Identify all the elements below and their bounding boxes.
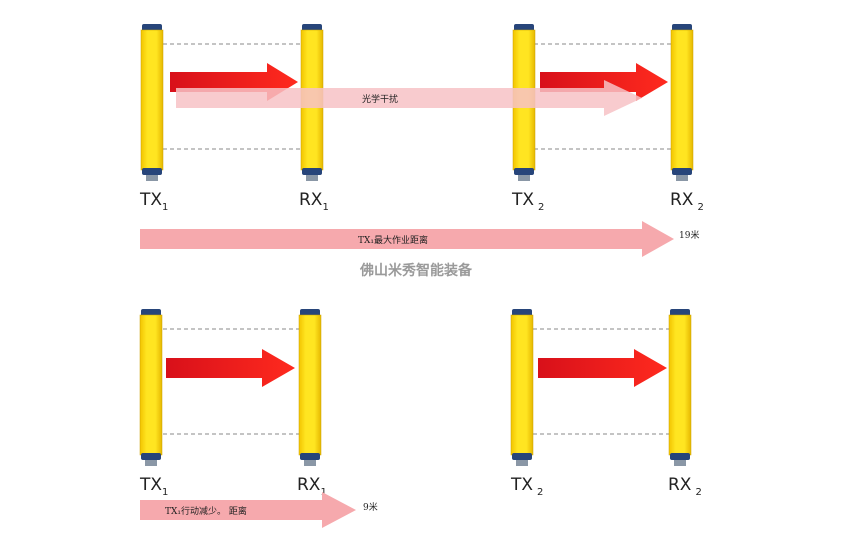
bottom-range-label: TX₁行动减少。 距离 xyxy=(165,505,247,517)
bottom-tx2-emitter-bar xyxy=(510,309,534,466)
top-range-arrow xyxy=(140,221,674,257)
bottom-rx1-receiver-bar xyxy=(298,309,322,466)
top-rx1-label: RX1 xyxy=(299,190,329,213)
watermark-text: 佛山米秀智能装备 xyxy=(359,262,473,279)
bottom-beam-arrow-2 xyxy=(538,349,667,387)
interference-arrow xyxy=(176,80,642,116)
bottom-rx1-label: RX1 xyxy=(297,475,327,498)
top-range-label: TX₁最大作业距离 xyxy=(358,234,428,246)
top-tx1-emitter-bar xyxy=(140,24,164,181)
bottom-beam-lines xyxy=(163,328,670,435)
top-tx1-label: TX1 xyxy=(139,190,168,213)
bottom-range-value: 9米 xyxy=(363,501,378,513)
bottom-range-arrow xyxy=(140,492,356,528)
bottom-tx1-emitter-bar xyxy=(139,309,163,466)
top-rx2-receiver-bar xyxy=(670,24,694,181)
interference-label: 光学干扰 xyxy=(362,93,398,105)
top-beam-lines xyxy=(163,43,672,150)
bottom-rx2-receiver-bar xyxy=(668,309,692,466)
bottom-tx1-label: TX1 xyxy=(139,475,168,498)
bottom-beam-arrow-1 xyxy=(166,349,295,387)
top-range-value: 19米 xyxy=(679,229,699,241)
